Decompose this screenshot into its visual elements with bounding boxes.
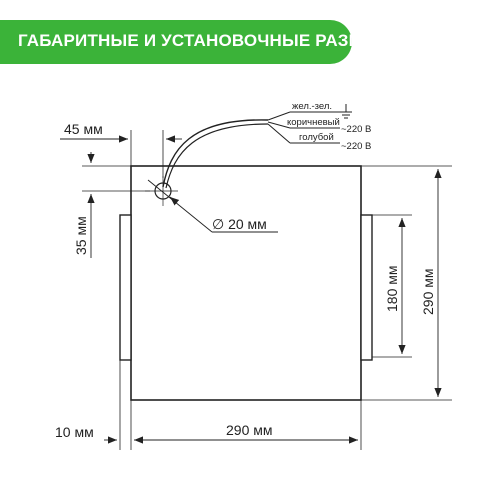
wire-signal-brown: ~220 В: [341, 124, 371, 135]
dim-width: 290 мм: [226, 422, 273, 438]
wire-signal-blue: ~220 В: [341, 141, 371, 152]
wire-3: [267, 123, 291, 144]
wire-1: [267, 111, 291, 121]
hole-leader: [147, 179, 213, 233]
header-title: ГАБАРИТНЫЕ И УСТАНОВОЧНЫЕ РАЗМЕРЫ: [18, 31, 403, 50]
header-banner: ГАБАРИТНЫЕ И УСТАНОВОЧНЫЕ РАЗМЕРЫ: [0, 20, 403, 64]
wire-label-brown: коричневый: [287, 117, 340, 128]
ground-symbol: [340, 104, 352, 119]
left-flange: [119, 214, 132, 361]
power-cable: [162, 119, 269, 188]
right-flange: [360, 214, 373, 361]
dim-offset-y: 35 мм: [73, 216, 89, 255]
dim-height: 290 мм: [420, 269, 436, 316]
housing-outline: [130, 165, 362, 401]
dim-flange-thickness: 10 мм: [55, 424, 94, 440]
dim-hole-diameter: ∅ 20 мм: [212, 216, 267, 232]
wire-label-blue: голубой: [299, 132, 334, 143]
wire-label-green-yellow: жел.-зел.: [292, 101, 332, 112]
dim-mount-height: 180 мм: [384, 266, 400, 313]
dim-offset-x: 45 мм: [64, 121, 103, 137]
wire-2: [267, 121, 291, 129]
